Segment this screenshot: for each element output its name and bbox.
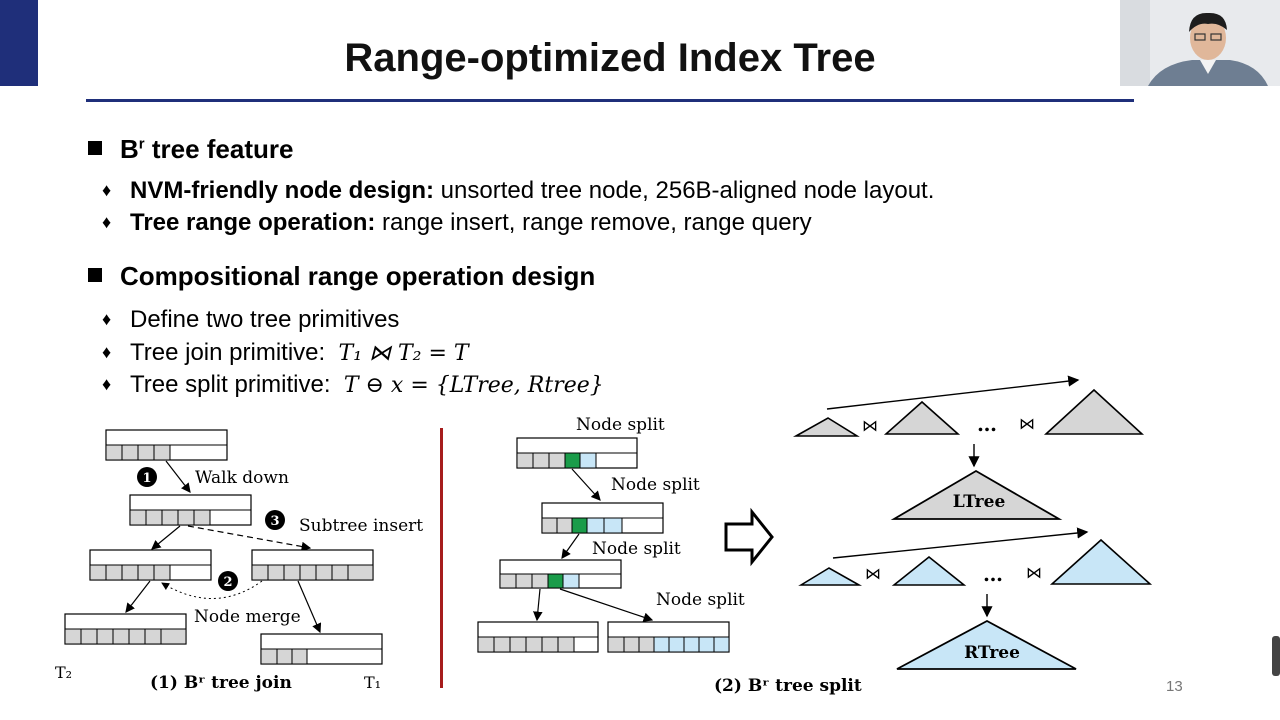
bullet-tree-range-operation: ♦ Tree range operation: range insert, ran…: [102, 209, 812, 237]
rtree-join-symbol-1: ⋈: [865, 564, 881, 583]
step-3-number: 3: [270, 514, 279, 529]
node-split-label-4: Node split: [656, 590, 745, 610]
split-leaf-left: [477, 621, 599, 653]
join-right-node: [251, 549, 374, 581]
step-1-badge: 1: [137, 467, 157, 487]
step-1-number: 1: [142, 471, 151, 486]
bullet-text: Tree split primitive:: [130, 371, 331, 398]
title-underline: [86, 99, 1134, 102]
diamond-bullet-icon: ♦: [102, 374, 112, 394]
rtree-mid-triangle: [891, 555, 967, 586]
bullet-nvm-friendly: ♦ NVM-friendly node design: unsorted tree…: [102, 177, 934, 205]
subtree-insert-label: Subtree insert: [299, 516, 423, 536]
rtree-join-symbol-2: ⋈: [1026, 563, 1042, 582]
diamond-bullet-icon: ♦: [102, 180, 112, 200]
ltree-join-arrow: [826, 375, 1080, 410]
section-br-tree-feature: Br tree feature: [88, 134, 293, 165]
ltree-large-triangle: [1043, 388, 1145, 435]
t1-label: T₁: [364, 673, 381, 692]
split-arrow-2: [561, 533, 580, 559]
join-leaf-left: [64, 613, 187, 645]
step-2-badge: 2: [218, 571, 238, 591]
bullet-tree-split: ♦ Tree split primitive: T ⊖ x = {LTree, R…: [102, 371, 604, 399]
section-heading-b: B: [120, 134, 139, 164]
split-arrow-1: [571, 468, 601, 501]
rtree-result-triangle: [896, 619, 1077, 670]
rtree-small-triangle: [798, 567, 863, 586]
ltree-composition: ⋈ … ⋈ LTree: [792, 375, 1145, 520]
join-formula: T₁ ⋈ T₂ = T: [338, 341, 469, 366]
ltree-result-triangle: [890, 469, 1063, 520]
join-leaf-right: [260, 633, 383, 665]
node-merge-label: Node merge: [194, 607, 301, 627]
square-bullet-icon: [88, 268, 102, 282]
section-heading: Compositional range operation design: [120, 261, 596, 291]
diamond-bullet-icon: ♦: [102, 309, 112, 329]
walk-down-arrow: [165, 460, 191, 493]
rtree-composition: ⋈ … ⋈ RTree: [798, 527, 1153, 670]
diamond-bullet-icon: ♦: [102, 342, 112, 362]
step-2-number: 2: [223, 575, 232, 590]
bullet-text: range insert, range remove, range query: [375, 209, 812, 236]
ltree-label: LTree: [953, 492, 1006, 512]
right-child-arrow: [297, 580, 322, 634]
bullet-tree-join: ♦ Tree join primitive: T₁ ⋈ T₂ = T: [102, 339, 469, 367]
rtree-large-triangle: [1049, 538, 1153, 585]
node-split-label-3: Node split: [592, 539, 681, 559]
rtree-join-arrow: [832, 527, 1089, 559]
split-arrow-right: [559, 588, 654, 622]
bullet-text: Define two tree primitives: [130, 306, 400, 333]
left-child-arrow: [125, 580, 151, 613]
diamond-bullet-icon: ♦: [102, 212, 112, 232]
join-diagram: 1 Walk down 3 Subtree insert: [55, 429, 423, 693]
page-number: 13: [1166, 678, 1183, 695]
square-bullet-icon: [88, 141, 102, 155]
bullet-bold-label: Tree range operation:: [130, 209, 376, 236]
node-split-label-1: Node split: [576, 415, 665, 435]
split-formula: T ⊖ x = {LTree, Rtree}: [343, 373, 604, 398]
bullet-text: Tree join primitive:: [130, 339, 326, 366]
bullet-bold-label: NVM-friendly node design:: [130, 177, 435, 204]
figure-separator: [440, 428, 443, 688]
join-caption: (1) Bʳ tree join: [150, 673, 292, 693]
join-level2-node: [129, 494, 252, 526]
node-merge-arrow: [161, 580, 263, 599]
section-heading-sup: r: [138, 135, 145, 153]
section-heading-rest: tree feature: [144, 134, 294, 164]
presenter-webcam: [1120, 0, 1280, 86]
rtree-ellipsis: …: [983, 562, 1003, 586]
subtree-insert-arrow: [187, 525, 312, 552]
walk-down-label: Walk down: [195, 468, 289, 488]
rtree-label: RTree: [964, 643, 1020, 663]
bullet-define-primitives: ♦ Define two tree primitives: [102, 306, 399, 334]
ltree-small-triangle: [792, 417, 860, 437]
presenter-avatar-icon: [1120, 0, 1280, 86]
join-left-node: [89, 549, 212, 581]
ltree-mid-triangle: [883, 400, 961, 435]
split-arrow-left: [533, 588, 543, 622]
bullet-text: unsorted tree node, 256B-aligned node la…: [434, 177, 935, 204]
split-diagram: Node split Node split Node split: [477, 415, 862, 696]
scrollbar-handle[interactable]: [1272, 636, 1280, 676]
ltree-ellipsis: …: [977, 412, 997, 436]
node-split-label-2: Node split: [611, 475, 700, 495]
split-level3-node: [499, 559, 622, 589]
slide-title: Range-optimized Index Tree: [344, 36, 876, 80]
step-3-badge: 3: [265, 510, 285, 530]
right-hollow-arrow-icon: [724, 507, 774, 567]
join-root-node: [105, 429, 228, 461]
ltree-join-symbol-2: ⋈: [1019, 414, 1035, 433]
split-leaf-right: [607, 621, 730, 653]
ltree-join-symbol-1: ⋈: [862, 416, 878, 435]
t2-label: T₂: [55, 663, 72, 682]
section-compositional-range: Compositional range operation design: [88, 261, 595, 292]
descend-arrow: [151, 525, 181, 550]
slide-corner-accent: [0, 0, 38, 86]
split-root-node: [516, 437, 638, 469]
split-level2-node: [541, 502, 664, 534]
split-caption: (2) Bʳ tree split: [714, 676, 862, 696]
